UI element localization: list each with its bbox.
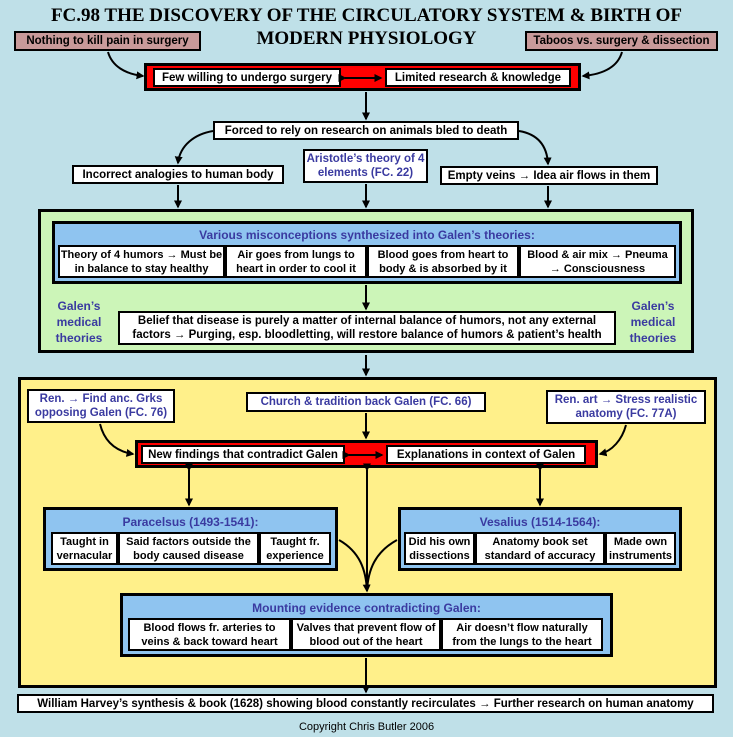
mounting-heading: Mounting evidence contradicting Galen: (252, 601, 481, 615)
arrow-taboos (581, 51, 623, 80)
title-line-2: MODERN PHYSIOLOGY (256, 28, 477, 49)
paracelsus-heading: Paracelsus (1493-1541): (122, 515, 259, 529)
box-few-willing: Few willing to undergo surgery (153, 68, 341, 87)
box-explanations: Explanations in context of Galen (386, 445, 586, 464)
galen-side-label-left: Galen’s medical theories (55, 299, 103, 345)
arrow-ren-right (598, 424, 627, 457)
vesalius-cell-dissections: Did his own dissections (404, 532, 475, 565)
copyright: Copyright Chris Butler 2006 (298, 721, 435, 733)
title-line-1: FC.98 THE DISCOVERY OF THE CIRCULATORY S… (50, 5, 683, 26)
arrow-forced-incorrect (174, 130, 214, 165)
galen-heading: Various misconceptions synthesized into … (199, 228, 535, 242)
arrow-no-pain (107, 51, 145, 80)
box-ren-ancient-greeks: Ren. → Find anc. Grks opposing Galen (FC… (27, 389, 175, 423)
paracelsus-cell-vernacular: Taught in vernacular (51, 532, 118, 565)
mounting-cell-air: Air doesn’t flow naturally from the lung… (441, 618, 603, 651)
arrow-vesalius-mounting (366, 539, 398, 592)
page-title: FC.98 THE DISCOVERY OF THE CIRCULATORY S… (0, 4, 733, 50)
box-forced: Forced to rely on research on animals bl… (213, 121, 519, 140)
vesalius-cell-anatomy-book: Anatomy book set standard of accuracy (475, 532, 605, 565)
box-new-findings: New findings that contradict Galen (141, 445, 345, 464)
box-ren-art: Ren. art → Stress realistic anatomy (FC.… (546, 390, 706, 424)
mounting-cell-valves: Valves that prevent flow of blood out of… (291, 618, 441, 651)
vesalius-heading: Vesalius (1514-1564): (479, 515, 601, 529)
paracelsus-cell-outside-factors: Said factors outside the body caused dis… (118, 532, 259, 565)
galen-cell-pneuma: Blood & air mix → Pneuma → Consciousness (519, 245, 676, 278)
galen-side-label-right: Galen’s medical theories (629, 299, 677, 345)
arrow-paracelsus-mounting (338, 539, 371, 593)
box-empty-veins: Empty veins → Idea air flows in them (440, 166, 658, 185)
box-aristotle: Aristotle’s theory of 4 elements (FC. 22… (303, 149, 428, 183)
paracelsus-cell-experience: Taught fr. experience (259, 532, 331, 565)
box-incorrect-analogies: Incorrect analogies to human body (72, 165, 284, 184)
box-church-tradition: Church & tradition back Galen (FC. 66) (246, 392, 486, 412)
arrow-ren-left (99, 423, 135, 457)
box-no-pain: Nothing to kill pain in surgery (14, 31, 201, 51)
galen-cell-blood-absorbed: Blood goes from heart to body & is absor… (367, 245, 519, 278)
galen-cell-air-lungs: Air goes from lungs to heart in order to… (225, 245, 367, 278)
galen-cell-humors: Theory of 4 humors → Must be in balance … (58, 245, 225, 278)
box-harvey: William Harvey’s synthesis & book (1628)… (17, 694, 714, 713)
mounting-cell-arteries: Blood flows fr. arteries to veins & back… (128, 618, 291, 651)
vesalius-cell-instruments: Made own instruments (605, 532, 676, 565)
box-taboos: Taboos vs. surgery & dissection (525, 31, 718, 51)
box-limited-research: Limited research & knowledge (385, 68, 571, 87)
box-belief: Belief that disease is purely a matter o… (118, 311, 616, 345)
arrow-forced-empty (518, 130, 552, 166)
